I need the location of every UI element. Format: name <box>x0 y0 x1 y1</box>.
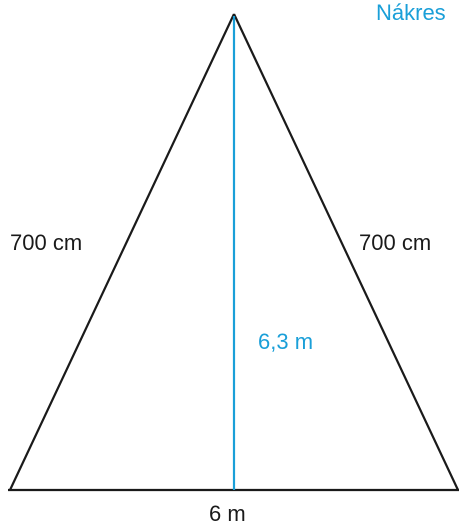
base-label: 6 m <box>209 501 246 526</box>
height-label: 6,3 m <box>258 329 314 354</box>
right-side-label: 700 cm <box>359 230 432 255</box>
triangle-right-side <box>233 13 459 491</box>
left-side-label: 700 cm <box>10 230 83 255</box>
diagram-title: Nákres <box>376 0 446 25</box>
triangle-left-side <box>9 13 235 491</box>
